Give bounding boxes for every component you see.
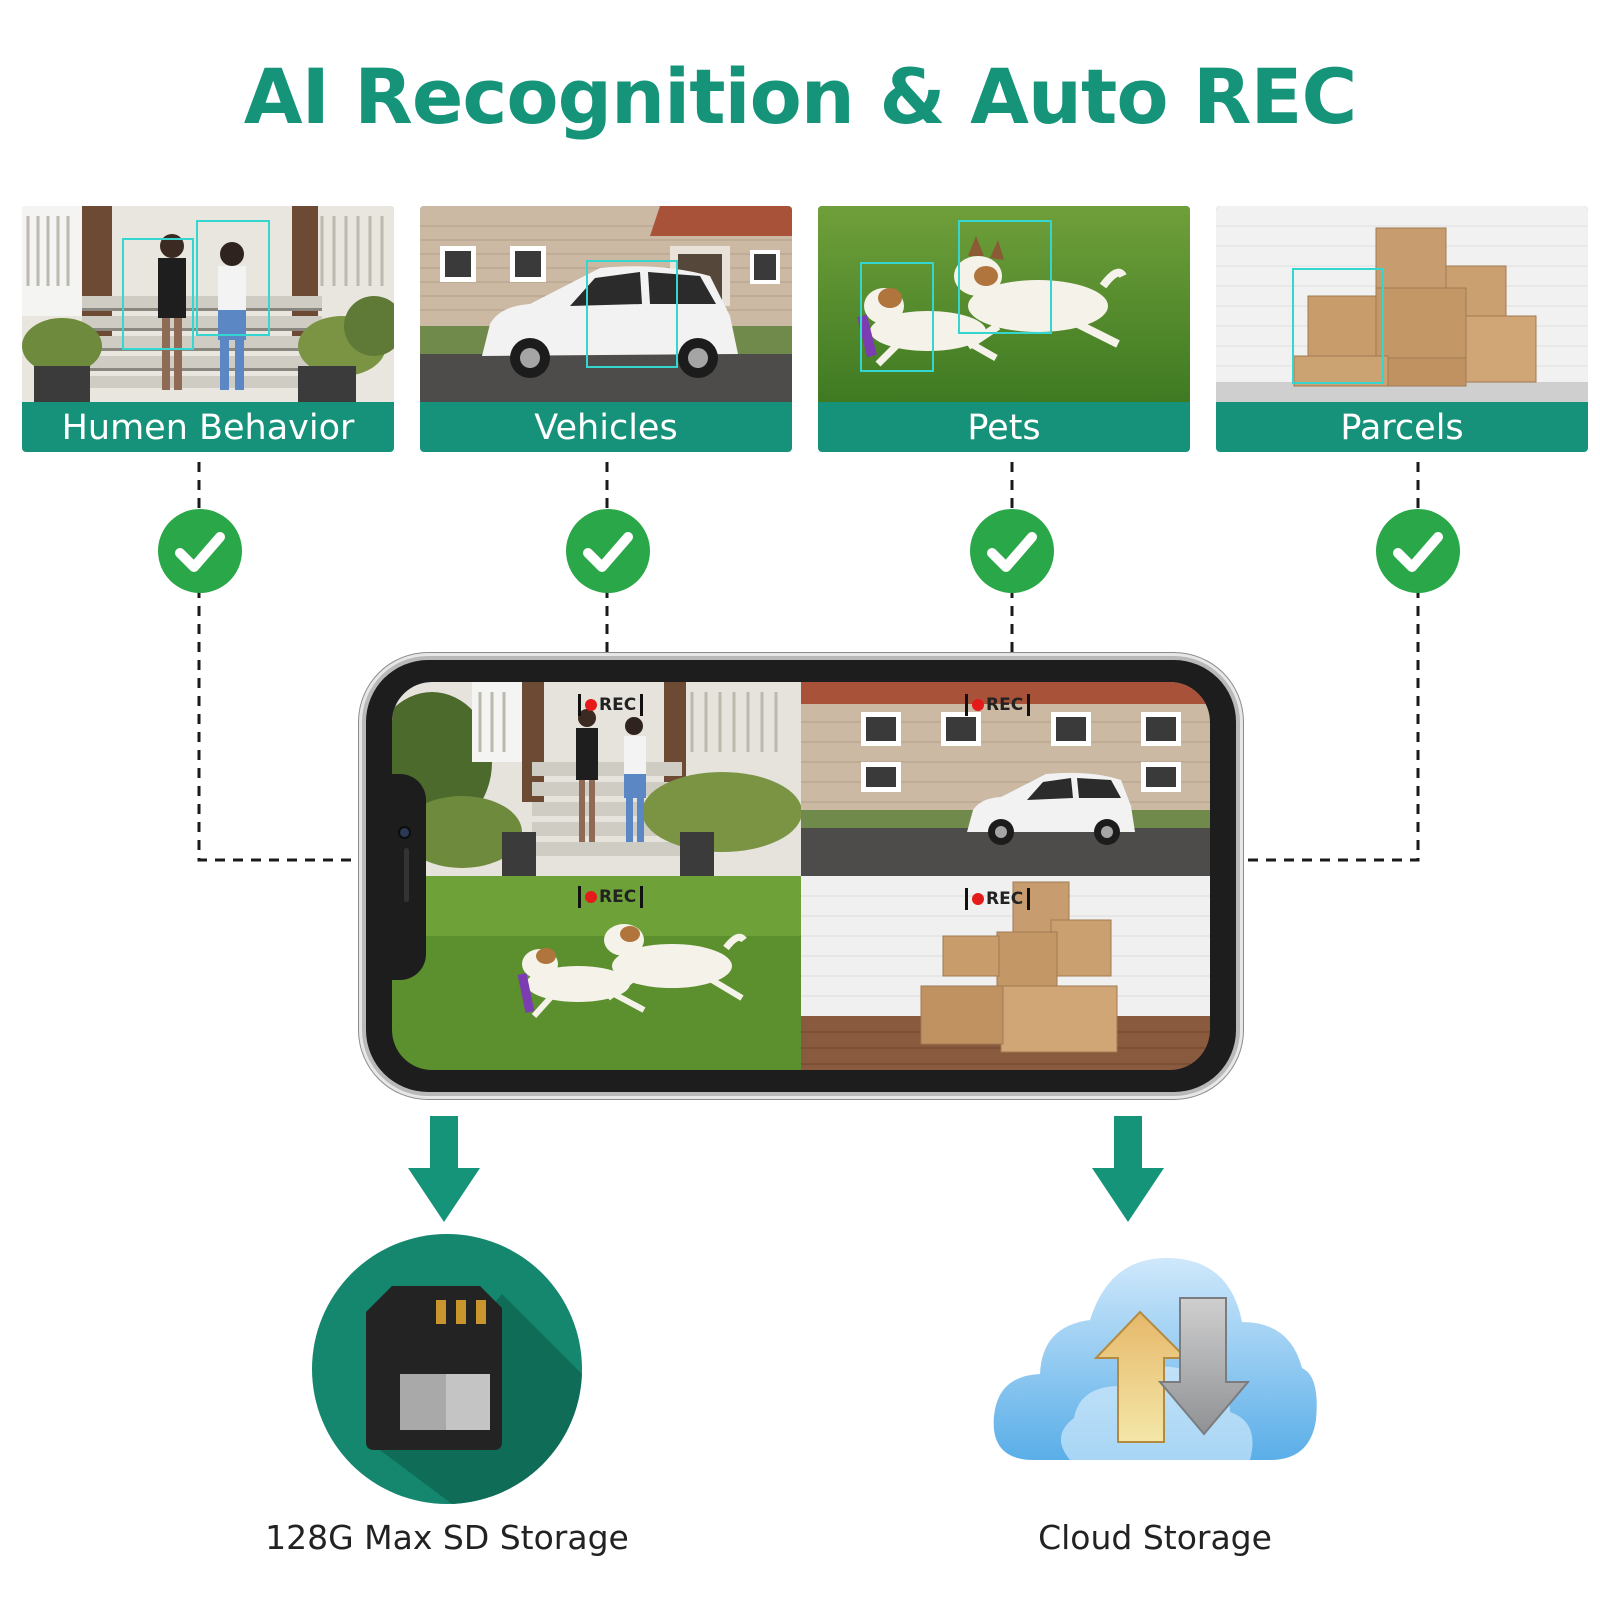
- rec-indicator: REC: [965, 888, 1031, 910]
- rec-indicator: REC: [965, 694, 1031, 716]
- people-photo: [22, 206, 394, 402]
- checkmark-icon: [566, 509, 650, 593]
- card-label: Parcels: [1340, 408, 1464, 448]
- record-dot-icon: [972, 699, 984, 711]
- card-label: Humen Behavior: [61, 408, 355, 448]
- card-pets: Pets: [818, 206, 1190, 452]
- cloud-storage-icon: [993, 1257, 1317, 1460]
- detection-box: [196, 220, 270, 336]
- card-label: Pets: [967, 408, 1041, 448]
- camera-feed-people: REC: [392, 682, 801, 876]
- speaker-grille: [404, 848, 409, 902]
- card-label: Vehicles: [534, 408, 678, 448]
- arrow-down-icon: [408, 1116, 480, 1222]
- detection-box: [1292, 268, 1384, 384]
- card-humen-behavior: Humen Behavior: [22, 206, 394, 452]
- camera-feed-pets: REC: [392, 876, 801, 1070]
- record-dot-icon: [585, 891, 597, 903]
- car-photo: [420, 206, 792, 402]
- arrow-down-icon: [1092, 1116, 1164, 1222]
- card-vehicles: Vehicles: [420, 206, 792, 452]
- rec-indicator: REC: [578, 694, 644, 716]
- camera-feed-vehicles: REC: [801, 682, 1210, 876]
- record-dot-icon: [585, 699, 597, 711]
- detection-box: [586, 260, 678, 368]
- checkmark-icon: [158, 509, 242, 593]
- checkmark-icon: [1376, 509, 1460, 593]
- detection-box: [958, 220, 1052, 334]
- camera-feed-parcels: REC: [801, 876, 1210, 1070]
- pets-photo: [818, 206, 1190, 402]
- record-dot-icon: [972, 893, 984, 905]
- cloud-storage-caption: Cloud Storage: [1038, 1518, 1272, 1557]
- smartphone: REC REC: [366, 660, 1236, 1092]
- card-parcels: Parcels: [1216, 206, 1588, 452]
- checkmark-icon: [970, 509, 1054, 593]
- sd-storage-caption: 128G Max SD Storage: [265, 1518, 629, 1557]
- phone-screen: REC REC: [392, 682, 1210, 1070]
- rec-indicator: REC: [578, 886, 644, 908]
- phone-notch: [392, 774, 426, 980]
- sd-card-icon: [312, 1234, 582, 1504]
- detection-box: [860, 262, 934, 372]
- page-title: AI Recognition & Auto REC: [243, 52, 1357, 141]
- parcels-photo: [1216, 206, 1588, 402]
- front-camera-icon: [400, 828, 409, 837]
- detection-box: [122, 238, 194, 350]
